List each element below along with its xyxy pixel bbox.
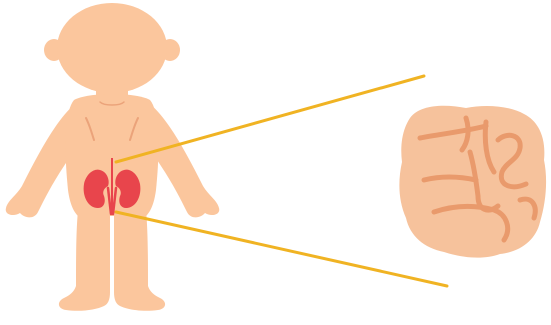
magnified-detail xyxy=(399,106,546,258)
leader-line-bottom xyxy=(116,212,447,286)
left-leg xyxy=(59,210,110,311)
head xyxy=(57,3,167,93)
right-leg xyxy=(114,210,165,311)
child-figure xyxy=(6,3,220,311)
